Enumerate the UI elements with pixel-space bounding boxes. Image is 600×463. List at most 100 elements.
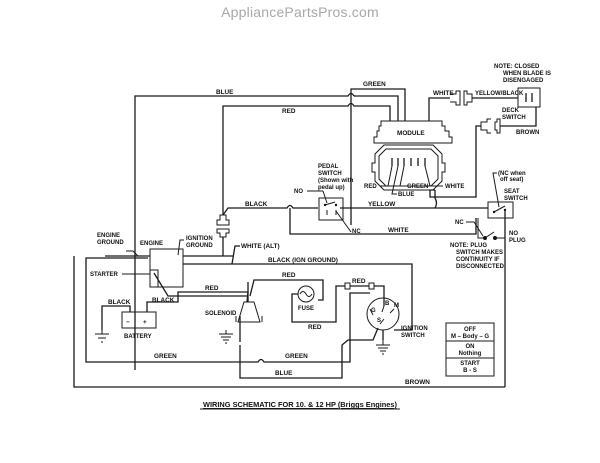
label-green-left: GREEN [154,353,177,360]
seat-nc-note-2: off seat) [500,177,523,183]
label-yellow-mid: YELLOW [368,201,396,208]
deck-note-3: DISENGAGED [503,78,544,84]
label-black-starter: BLACK [152,297,175,304]
fuse-label: FUSE [298,306,314,312]
table-conn-on: Nothing [459,351,482,357]
battery [121,311,157,329]
ign-terminal-g: G [371,308,376,314]
table-state-start: START [460,361,480,367]
schematic-title: WIRING SCHEMATIC FOR 10. & 12 HP (Briggs… [203,400,397,409]
ground-symbol-battery [95,330,109,343]
seat-nc-note-1: (NC when [498,171,526,177]
deck-note-1: NOTE: CLOSED [494,64,540,70]
label-red-solenoid: RED [282,272,296,279]
module-pin-red: RED [364,184,377,190]
label-green-right: GREEN [285,353,308,360]
wire-red-solenoid [249,279,324,301]
ignition-ground-1: IGNITION [186,236,213,242]
pedal-switch-label-4: pedal up) [318,185,345,191]
label-red-starter: RED [205,285,219,292]
plug-note-4: DISCONNECTED [456,264,505,270]
ignition-ground-2: GROUND [186,243,213,249]
wire-green-top [350,88,406,225]
seat-switch[interactable] [487,172,514,219]
label-red-top: RED [282,108,296,115]
wire-blue-top [134,92,355,370]
pedal-switch[interactable] [307,190,352,233]
label-yellow-black: YELLOW/BLACK [475,91,524,97]
module-pin-blue: BLUE [398,192,414,198]
wire-white-top [428,90,518,121]
battery-plus: + [143,319,147,326]
pedal-switch-label-2: SWITCH [318,171,342,177]
ground-symbol-solenoid [219,330,233,344]
plug-switch-nc: NC [455,220,464,226]
wire-ignition-ground [183,255,413,331]
table-conn-off: M – Body – G [451,334,489,340]
deck-switch-label-1: DECK [502,108,520,114]
engine-ground-2: GROUND [97,240,124,246]
label-red-fuse-top: RED [352,278,366,285]
seat-switch-label-2: SWITCH [504,196,528,202]
solenoid-label: SOLENOID [205,311,237,317]
battery-minus: − [126,319,130,326]
module-pin-white: WHITE [445,184,464,190]
ign-terminal-b: B [385,301,390,307]
black-wire-connector [216,214,230,256]
module-connector [371,144,446,195]
pedal-switch-label-3: (Shown with [318,178,354,184]
plug-note-1: NOTE: PLUG [450,243,487,249]
wire-red-starter [146,291,248,312]
pedal-switch-no: NO [294,189,303,195]
deck-note-2: WHEN BLADE IS [503,71,551,77]
label-brown-bottom: BROWN [405,379,430,386]
module [373,120,453,144]
wire-black-starter [153,272,248,297]
label-black-ign-ground: BLACK (IGN GROUND) [268,257,338,264]
wire-green-left [85,255,370,363]
wire-red-fuse-top [344,282,385,306]
plug-switch-no-2: PLUG [509,238,526,244]
seat-switch-label-1: SEAT [504,189,520,195]
deck-switch-label-2: SWITCH [502,115,526,121]
wire-blue-bottom [239,339,349,379]
wire-black-battery [101,305,131,330]
engine-label: ENGINE [140,241,163,247]
ign-terminal-s: S [377,318,381,324]
table-state-off: OFF [464,327,476,333]
wire-white-mid [289,208,477,235]
ign-terminal-m: M [394,303,399,309]
table-conn-start: B - S [463,368,477,374]
ground-symbol-ignition [376,340,390,355]
pedal-switch-nc: NC [352,229,361,235]
module-label: MODULE [397,130,425,137]
ignition-switch[interactable] [348,297,400,341]
module-pin-green: GREEN [407,184,428,190]
plug-note-2: SWITCH MAKES [456,250,503,256]
wire-yellow-mid [340,190,488,209]
label-black-battery: BLACK [108,299,131,306]
fuse [291,285,345,323]
plug-note-3: CONTINUITY IF [456,257,500,263]
plug-switch-no-1: NO [509,231,518,237]
label-black-mid: BLACK [245,201,268,208]
plug-switch[interactable] [466,210,506,387]
switch-state-table [445,322,495,377]
wire-brown-bottom [73,256,505,388]
engine-ground-1: ENGINE [97,233,120,239]
label-green-top: GREEN [363,81,386,88]
label-blue-bottom: BLUE [275,370,293,377]
ignition-switch-label-1: IGNITION [401,326,428,332]
starter-label: STARTER [90,272,119,278]
ignition-switch-label-2: SWITCH [401,333,425,339]
solenoid [235,282,263,362]
label-brown-deck: BROWN [516,130,539,136]
ignition-ground-leader [177,239,184,256]
wire-red-top [222,102,391,215]
wire-black-mid [222,204,318,216]
table-state-on: ON [466,344,475,350]
deck-switch[interactable] [517,87,541,108]
label-white-top: WHITE [433,90,454,97]
label-blue-top: BLUE [216,89,234,96]
